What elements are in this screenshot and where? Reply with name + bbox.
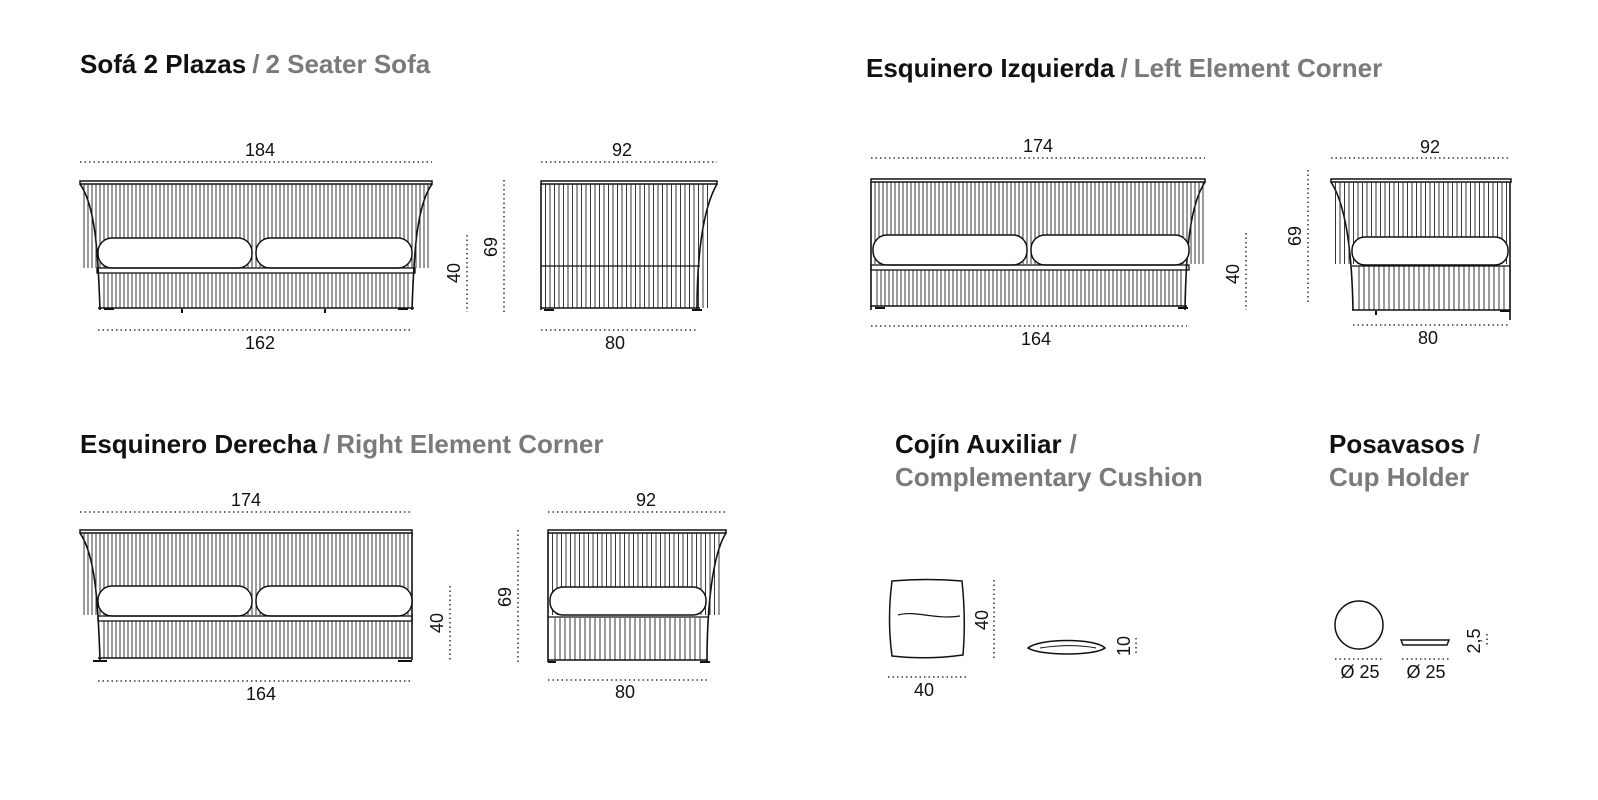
left-corner-height-label: 69 <box>1285 226 1305 246</box>
sofa2-side-view <box>540 180 718 311</box>
cushion-thickness-label: 10 <box>1114 636 1134 656</box>
left-corner-width-top-label: 174 <box>1023 136 1053 156</box>
right-corner-width-bottom-label: 164 <box>246 684 276 704</box>
title-separator: / <box>252 49 260 79</box>
left-corner-base-slats <box>876 270 1182 306</box>
left-corner-dimensions: 174 164 40 69 92 80 <box>871 136 1511 349</box>
left-corner-width-bottom-label: 164 <box>1021 329 1051 349</box>
sofa2-height-label: 69 <box>481 237 501 257</box>
title-cushion: Cojín Auxiliar/ Complementary Cushion <box>895 428 1203 494</box>
cup-holder-diameter-top-label: Ø 25 <box>1340 662 1379 682</box>
title-left-corner: Esquinero Izquierda/Left Element Corner <box>866 51 1382 85</box>
title-cup-holder: Posavasos/ Cup Holder <box>1329 428 1480 494</box>
right-corner-base-slats <box>103 621 409 658</box>
title-separator: / <box>322 429 331 459</box>
title-sofa2-en: 2 Seater Sofa <box>265 49 431 79</box>
left-corner-depth-bottom-label: 80 <box>1418 328 1438 348</box>
title-left-corner-en: Left Element Corner <box>1133 53 1383 83</box>
sofa2-side-slats <box>545 184 708 308</box>
cushion-height-label: 40 <box>972 610 992 630</box>
left-corner-front-view <box>870 178 1206 311</box>
title-cup-holder-en: Cup Holder <box>1329 462 1470 492</box>
left-corner-depth-top-label: 92 <box>1420 137 1440 157</box>
title-sofa2-es: Sofá 2 Plazas <box>80 49 247 79</box>
cushion-width-label: 40 <box>914 680 934 700</box>
title-separator: / <box>1120 53 1128 83</box>
right-corner-width-top-label: 174 <box>231 490 261 510</box>
left-corner-side-base-slats <box>1358 266 1505 310</box>
sofa2-base-slats <box>103 273 409 308</box>
right-corner-height-label: 69 <box>495 587 515 607</box>
left-corner-side-view <box>1330 178 1512 320</box>
cup-holder-drawings: Ø 25 Ø 25 2,5 <box>1334 600 1488 682</box>
sofa2-depth-top-label: 92 <box>612 140 632 160</box>
title-separator: / <box>1069 429 1077 459</box>
sofa2-width-bottom-label: 162 <box>245 333 275 353</box>
title-separator: / <box>1472 429 1481 459</box>
right-corner-front-view <box>79 529 413 662</box>
title-right-corner-en: Right Element Corner <box>336 429 604 459</box>
right-corner-seat-height-label: 40 <box>427 613 447 633</box>
title-left-corner-es: Esquinero Izquierda <box>866 53 1115 83</box>
right-corner-side-view <box>547 529 727 663</box>
cup-holder-thickness-label: 2,5 <box>1464 628 1484 653</box>
sofa2-front-view <box>79 180 433 313</box>
title-cup-holder-es: Posavasos <box>1329 429 1465 459</box>
title-cushion-en: Complementary Cushion <box>895 462 1203 492</box>
title-right-corner-es: Esquinero Derecha <box>80 429 317 459</box>
right-corner-dimensions: 174 164 40 69 92 80 <box>80 490 726 704</box>
sofa2-depth-bottom-label: 80 <box>605 333 625 353</box>
right-corner-depth-top-label: 92 <box>636 490 656 510</box>
title-sofa2: Sofá 2 Plazas/2 Seater Sofa <box>80 47 430 81</box>
right-corner-side-base-slats <box>554 618 701 660</box>
title-right-corner: Esquinero Derecha/Right Element Corner <box>80 427 603 461</box>
cup-holder-diameter-side-label: Ø 25 <box>1406 662 1445 682</box>
sofa2-dimensions: 184 162 40 69 92 80 <box>80 140 717 353</box>
left-corner-seat-height-label: 40 <box>1223 264 1243 284</box>
cushion-drawings: 40 40 10 <box>888 578 1137 700</box>
title-cushion-es: Cojín Auxiliar <box>895 429 1062 459</box>
sofa2-width-top-label: 184 <box>245 140 275 160</box>
sofa2-seat-height-label: 40 <box>444 263 464 283</box>
right-corner-depth-bottom-label: 80 <box>615 682 635 702</box>
